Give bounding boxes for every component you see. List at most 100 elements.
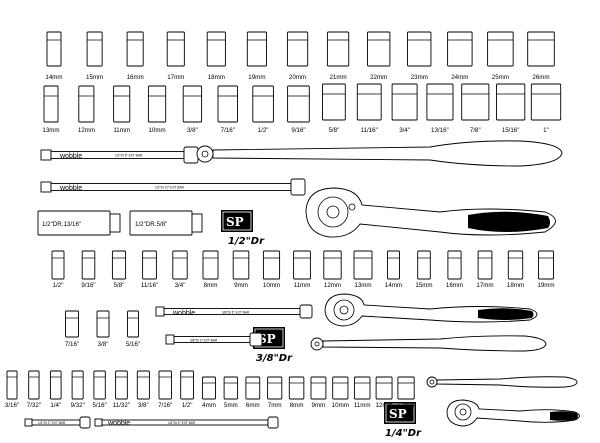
socket-size-label: 7/8" <box>470 127 481 134</box>
sp-logo-quarter: SP 1/4"Dr <box>384 402 422 439</box>
drive-size-label: 3/8"Dr <box>256 353 293 364</box>
socket: 4mm <box>201 376 216 409</box>
socket: 10mm <box>263 250 280 289</box>
socket: 7/16" <box>158 370 172 409</box>
socket-size-label: 13mm <box>354 282 371 289</box>
socket-size-label: 9/16" <box>81 282 95 289</box>
socket: 18mm <box>507 250 524 289</box>
socket-size-label: 9/16" <box>291 127 305 134</box>
ratchet-three-eighths <box>324 293 538 327</box>
socket-size-label: 12mm <box>375 402 392 409</box>
socket-size-label: 18mm <box>507 282 524 289</box>
socket: 11/16" <box>356 83 382 134</box>
extension-bar-quarter-2in: 1/4"Dr 2" EXT BAR <box>24 416 91 429</box>
socket: 19mm <box>246 31 268 81</box>
extension-bar-stamp: 1/4"Dr 2" EXT BAR <box>38 421 66 425</box>
socket: 15mm <box>86 31 103 81</box>
half-drive-deep-socket-row: 14mm 15mm 16mm 17mm 18mm 19mm 20mm 21mm 22mm 23mm… <box>45 31 555 81</box>
socket: 12mm <box>375 376 393 409</box>
socket-size-label: 5/8" <box>328 127 339 134</box>
socket-size-label: 1" <box>543 127 549 134</box>
socket: 10mm <box>147 85 167 134</box>
drive-size-label: 1/2"Dr <box>228 236 265 247</box>
socket-size-label: 25mm <box>492 74 509 81</box>
socket-size-label: 17mm <box>167 74 184 81</box>
socket: 5/16" <box>126 310 140 348</box>
socket: 16mm <box>446 250 463 289</box>
socket-size-label: 19mm <box>537 282 554 289</box>
socket: 5mm <box>223 376 239 409</box>
socket-size-label: 21mm <box>329 74 346 81</box>
socket: 1/4" <box>49 370 62 409</box>
socket-size-label: 9/32" <box>71 402 85 409</box>
socket: 1/2" <box>252 85 274 134</box>
three-eighths-small-socket-row: 7/16" 3/8" 5/16" <box>65 310 140 348</box>
extension-bar-three-eighths-6in: wobble 3/8"Dr 6" EXT BAR <box>155 304 313 319</box>
socket: 7/16" <box>65 310 79 348</box>
socket: 11mm <box>354 376 371 409</box>
socket: 13mm <box>42 85 60 134</box>
socket: 8mm <box>288 376 305 409</box>
socket-size-label: 11mm <box>354 402 371 409</box>
socket: 24mm <box>447 31 473 81</box>
socket-size-label: 12mm <box>324 282 341 289</box>
socket: 9/32" <box>71 370 85 409</box>
socket-size-label: 19mm <box>248 74 265 81</box>
socket-size-label: 14mm <box>45 74 62 81</box>
socket: 9/16" <box>287 85 310 134</box>
socket: 3/8" <box>136 370 150 409</box>
socket-size-label: 11mm <box>113 127 130 134</box>
socket: 11/16" <box>141 250 158 289</box>
extension-bar-quarter-4in: wobble 1/4"Dr 4" EXT BAR <box>94 416 279 429</box>
socket-size-label: 4mm <box>202 402 216 409</box>
socket-size-label: 5/16" <box>126 341 140 348</box>
socket-size-label: 13mm <box>397 402 414 409</box>
socket-size-label: 24mm <box>451 74 468 81</box>
socket-size-label: 7/16" <box>65 341 79 348</box>
socket: 8mm <box>202 250 219 289</box>
socket: 16mm <box>127 31 144 81</box>
socket: 15mm <box>415 250 433 289</box>
socket: 14mm <box>45 31 63 81</box>
socket: 3/4" <box>391 83 418 134</box>
socket-size-label: 3/8" <box>138 402 149 409</box>
socket-size-label: 3/8" <box>98 341 109 348</box>
socket-size-label: 10mm <box>263 282 280 289</box>
socket-size-label: 15mm <box>86 74 103 81</box>
socket-size-label: 11mm <box>294 282 311 289</box>
socket: 3/16" <box>5 370 19 409</box>
socket-size-label: 22mm <box>370 74 387 81</box>
spark-plug-socket-5-8: 1/2"DR.5/8" <box>129 210 203 236</box>
spark-plug-socket-13-16: 1/2"DR.13/16" <box>37 210 121 236</box>
socket: 14mm <box>385 250 402 289</box>
socket: 1/2" <box>51 250 65 289</box>
socket-size-label: 1/2" <box>258 127 269 134</box>
socket-size-label: 1/2" <box>182 402 193 409</box>
extension-bar-label: wobble <box>59 185 82 192</box>
socket-size-label: 7mm <box>268 402 282 409</box>
ratchet-half <box>305 187 556 238</box>
socket-size-label: 11/16" <box>361 127 378 134</box>
socket-size-label: 8mm <box>290 402 304 409</box>
socket-size-label: 18mm <box>208 74 225 81</box>
socket-size-label: 5mm <box>224 402 238 409</box>
socket-size-label: 20mm <box>289 74 306 81</box>
socket: 9/16" <box>81 250 96 289</box>
socket-size-label: 1/2" <box>53 282 64 289</box>
sp-logo-half: SP 1/2"Dr <box>221 210 265 247</box>
socket: 7/16" <box>217 85 238 134</box>
socket-size-label: 26mm <box>532 74 549 81</box>
socket: 9mm <box>310 376 327 409</box>
socket: 21mm <box>326 31 350 81</box>
socket-size-label: 8mm <box>204 282 218 289</box>
extension-bar-half-5in: wobble 1/2"Dr 5" EXT BAR <box>40 146 199 164</box>
brand-logo-text: SP <box>389 407 407 421</box>
extension-bar-half-10in: wobble 1/2"Dr 10" EXT BAR <box>40 178 306 196</box>
socket: 19mm <box>537 250 555 289</box>
socket-size-label: 11/16" <box>141 282 158 289</box>
socket: 1" <box>530 83 562 134</box>
socket: 23mm <box>407 31 432 81</box>
